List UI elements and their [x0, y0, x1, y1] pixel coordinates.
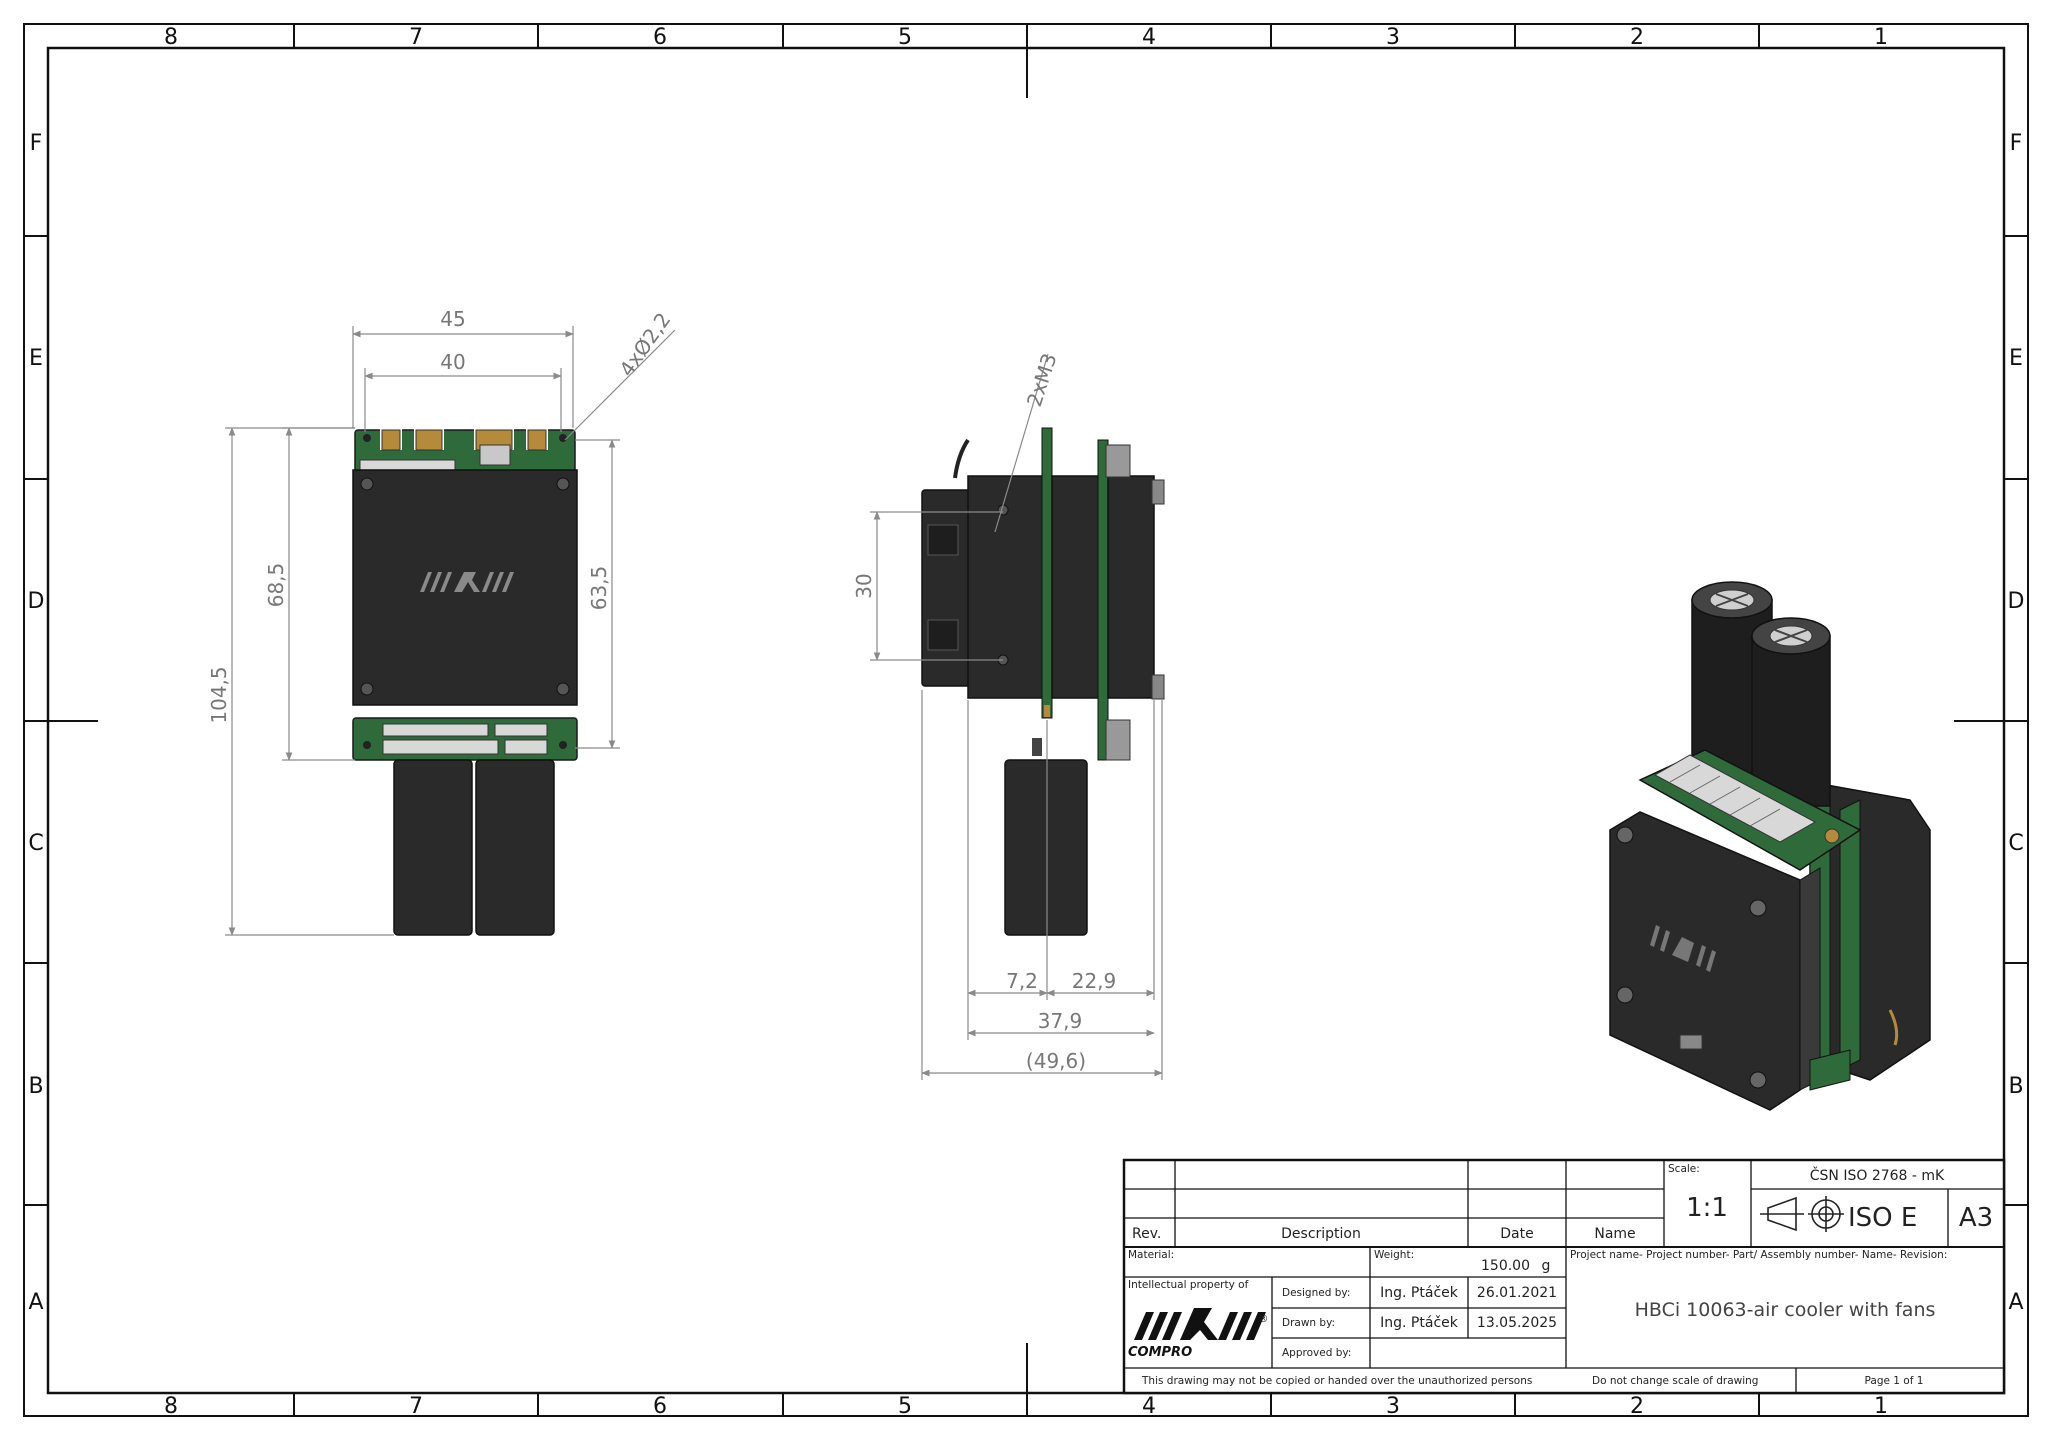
zone-col-bottom-7: 2 [1630, 1394, 1644, 1419]
dim-holes: 4xØ2,2 [614, 308, 675, 381]
zone-row-right-a: A [2008, 1290, 2023, 1315]
designed-by-name: Ing. Ptáček [1380, 1285, 1459, 1301]
zone-col-bottom-5: 4 [1142, 1394, 1156, 1419]
dim-height-63-5: 63,5 [587, 566, 611, 611]
zone-dividers [24, 24, 2028, 1416]
zone-col-top-5: 4 [1142, 25, 1156, 50]
weight-value: 150.00 [1481, 1258, 1530, 1274]
company-logo-icon [1134, 1308, 1266, 1340]
weight-unit: g [1542, 1258, 1551, 1274]
zone-row-left-c: C [28, 831, 43, 856]
zone-col-bottom-4: 5 [898, 1394, 912, 1419]
zone-col-bottom-3: 6 [653, 1394, 667, 1419]
dim-depth-22-9: 22,9 [1072, 969, 1117, 993]
iso-logo-icon [1650, 925, 1716, 972]
dim-depth-49-6: (49,6) [1026, 1049, 1086, 1073]
zone-col-top-2: 7 [409, 25, 423, 50]
dim-depth-7-2: 7,2 [1006, 969, 1038, 993]
sheet-size: A3 [1959, 1203, 1993, 1233]
zone-labels-left: F E D C B A [28, 131, 45, 1315]
front-view: 45 40 4xØ2,2 104,5 68,5 63,5 [207, 307, 675, 936]
designed-by-label: Designed by: [1282, 1287, 1350, 1299]
zone-row-left-f: F [30, 131, 43, 156]
zone-row-right-f: F [2010, 131, 2023, 156]
material-label: Material: [1128, 1249, 1174, 1261]
zone-row-right-c: C [2008, 831, 2023, 856]
zone-labels-top: 8 7 6 5 4 3 2 1 [164, 25, 1888, 50]
weight-label: Weight: [1374, 1249, 1414, 1261]
zone-col-bottom-6: 3 [1386, 1394, 1400, 1419]
dim-thread: 2xM3 [1022, 350, 1062, 409]
page-count: Page 1 of 1 [1865, 1375, 1924, 1387]
projection-standard: ISO E [1848, 1203, 1917, 1233]
zone-col-bottom-1: 8 [164, 1394, 178, 1419]
zone-col-bottom-8: 1 [1874, 1394, 1888, 1419]
dim-width-45: 45 [440, 307, 465, 331]
zone-row-left-d: D [28, 589, 45, 614]
zone-col-top-6: 3 [1386, 25, 1400, 50]
zone-col-top-4: 5 [898, 25, 912, 50]
zone-row-left-b: B [28, 1074, 43, 1099]
housing-logo-icon [420, 572, 514, 592]
dim-height-104-5: 104,5 [207, 666, 231, 723]
approved-by-label: Approved by: [1282, 1347, 1351, 1359]
dim-height-68-5: 68,5 [264, 563, 288, 608]
project-label: Project name- Project number- Part/ Asse… [1570, 1249, 1947, 1261]
zone-col-top-1: 8 [164, 25, 178, 50]
name-label: Name [1594, 1226, 1635, 1242]
drawn-by-label: Drawn by: [1282, 1317, 1335, 1329]
projection-symbol-icon [1760, 1196, 1844, 1232]
zone-labels-right: F E D C B A [2008, 131, 2025, 1315]
registered-mark: ® [1258, 1313, 1269, 1325]
part-title: HBCi 10063-air cooler with fans [1635, 1299, 1936, 1321]
center-marks [48, 48, 2004, 1393]
scale-label: Scale: [1668, 1163, 1700, 1175]
scale-value: 1:1 [1686, 1193, 1728, 1223]
zone-row-left-a: A [28, 1290, 43, 1315]
side-view: 2xM3 30 7,2 22,9 37,9 (49,6) [852, 350, 1165, 1080]
drawn-by-name: Ing. Ptáček [1380, 1315, 1459, 1331]
dim-width-40: 40 [440, 350, 465, 374]
zone-row-right-d: D [2008, 589, 2025, 614]
intellectual-property-label: Intellectual property of [1128, 1279, 1249, 1291]
dim-depth-37-9: 37,9 [1038, 1009, 1083, 1033]
zone-col-top-3: 6 [653, 25, 667, 50]
rev-label: Rev. [1132, 1226, 1161, 1242]
designed-date: 26.01.2021 [1477, 1285, 1557, 1301]
zone-col-top-8: 1 [1874, 25, 1888, 50]
zone-col-top-7: 2 [1630, 25, 1644, 50]
date-label: Date [1500, 1226, 1533, 1242]
zone-col-bottom-2: 7 [409, 1394, 423, 1419]
zone-row-right-b: B [2008, 1074, 2023, 1099]
zone-row-left-e: E [29, 346, 43, 371]
company-logo-text: COMPRO [1128, 1345, 1192, 1360]
isometric-view [1609, 581, 1931, 1111]
tolerance-standard: ČSN ISO 2768 - mK [1810, 1166, 1945, 1184]
description-label: Description [1281, 1226, 1361, 1242]
title-block: Rev. Description Date Name Scale: 1:1 ČS… [1122, 1158, 2006, 1395]
no-scale-notice: Do not change scale of drawing [1592, 1375, 1758, 1387]
zone-row-right-e: E [2009, 346, 2023, 371]
dim-height-30: 30 [852, 573, 876, 598]
copy-notice: This drawing may not be copied or handed… [1141, 1375, 1532, 1387]
zone-labels-bottom: 8 7 6 5 4 3 2 1 [164, 1394, 1888, 1419]
drawn-date: 13.05.2025 [1477, 1315, 1557, 1331]
